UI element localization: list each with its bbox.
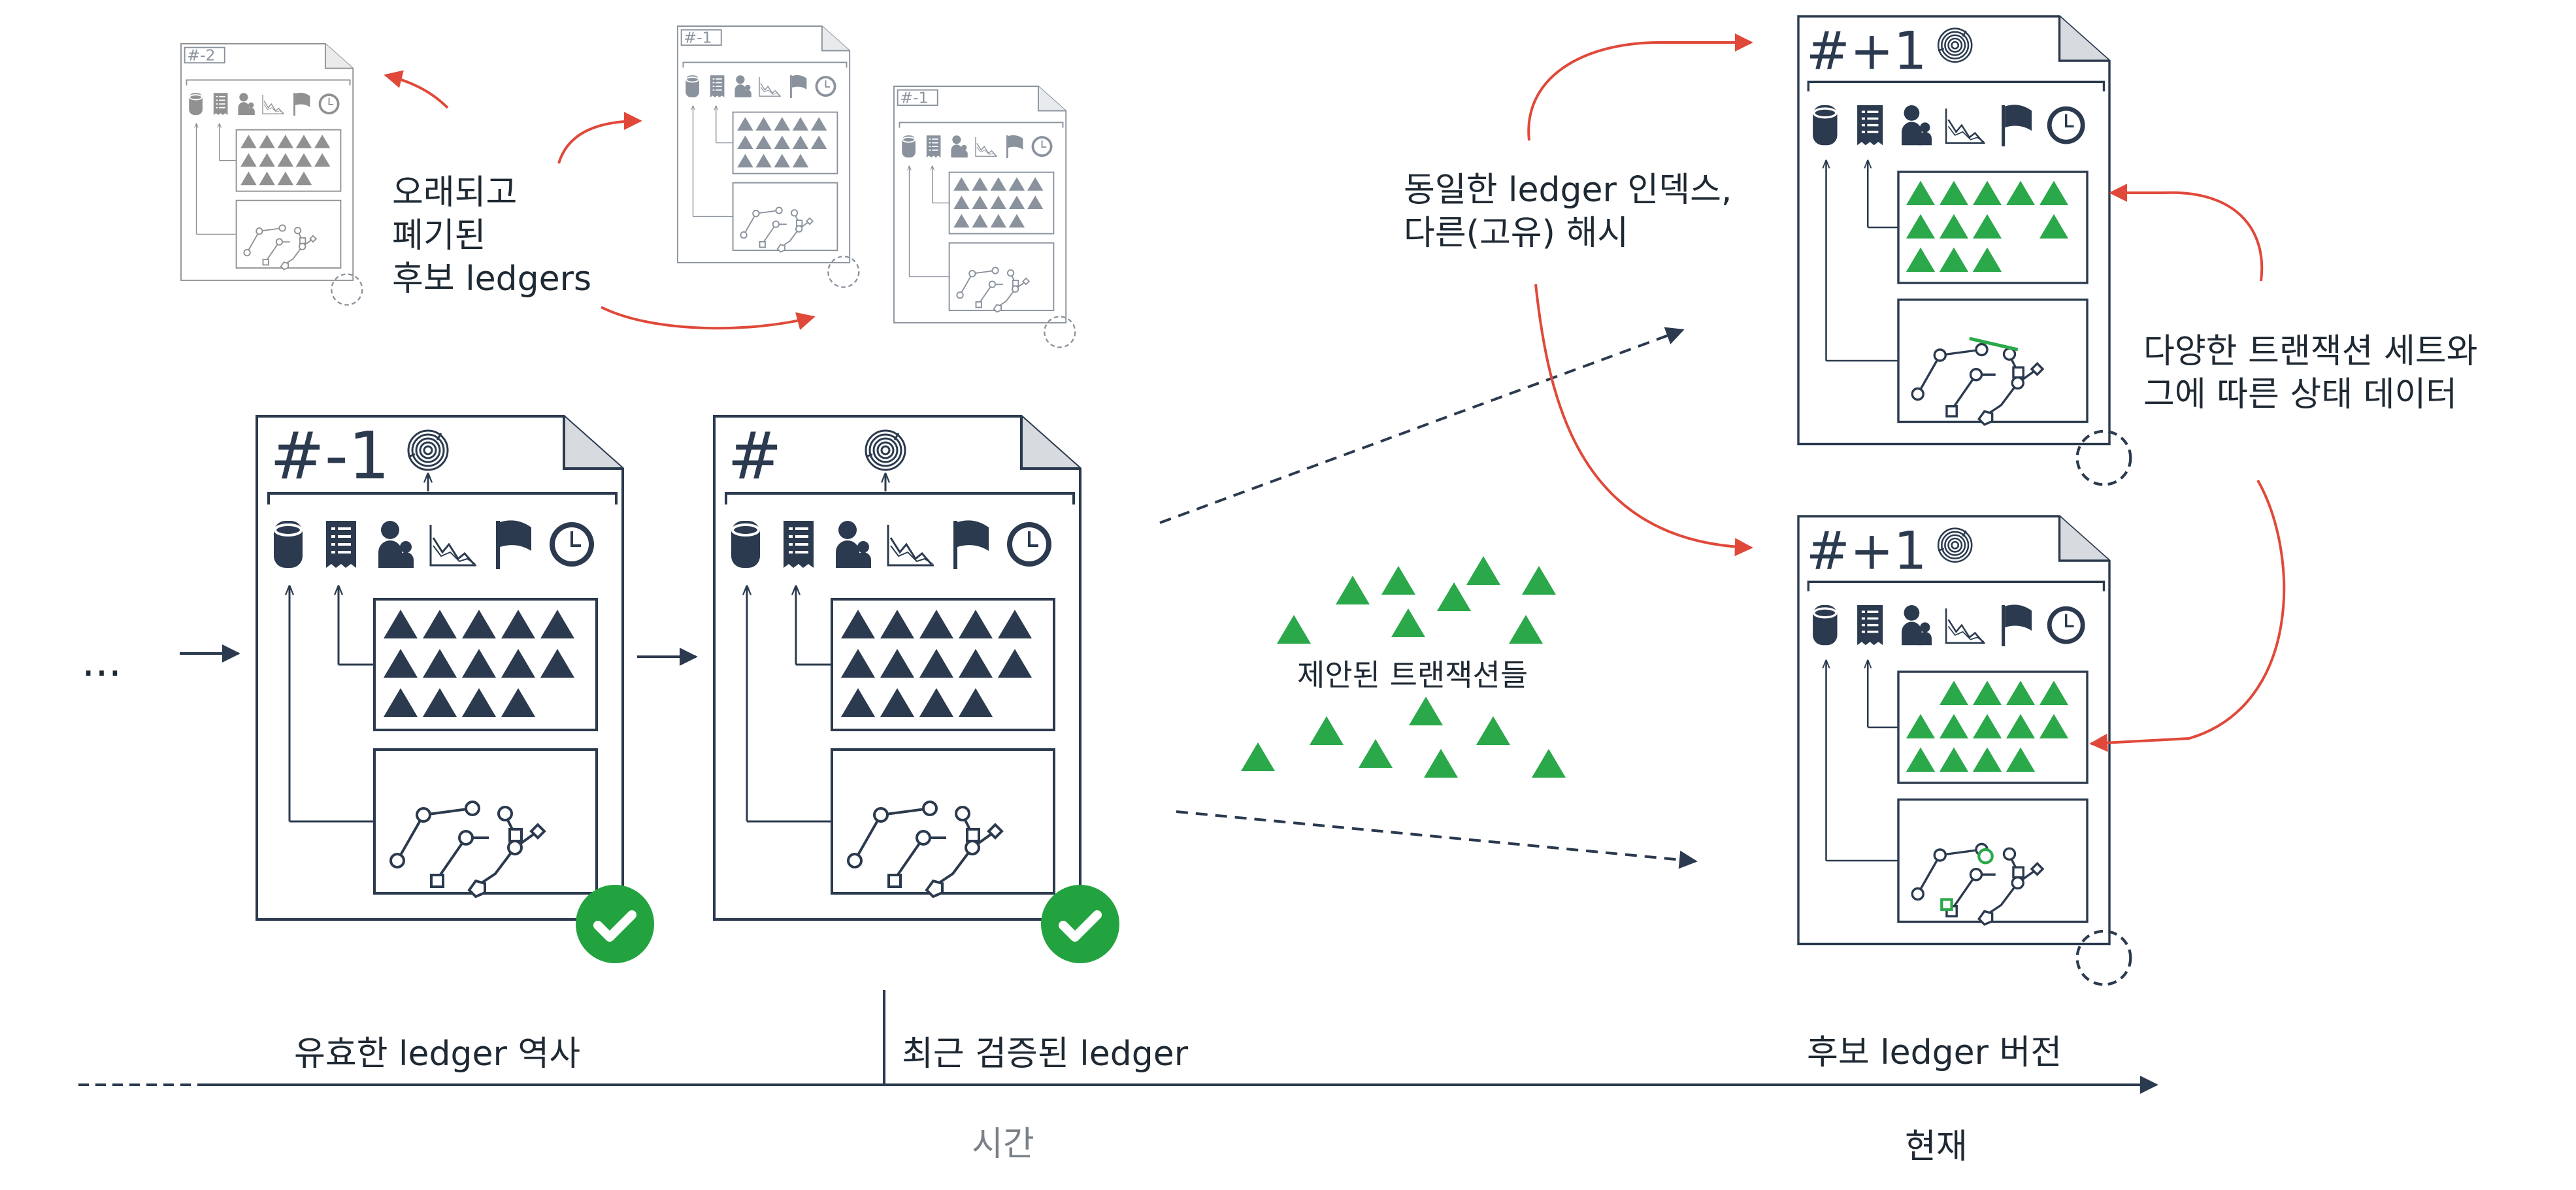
valid-ledger-minus1: #-1 xyxy=(257,416,654,963)
now-label: 현재 xyxy=(1905,1127,1968,1166)
valid-ledger-minus1-index: #-1 xyxy=(270,418,390,494)
latest-validated-label: 최근 검증된 ledger xyxy=(902,1034,1189,1074)
same-index-label: 동일한 ledger 인덱스, 다른(고유) 해시 xyxy=(1404,171,1732,253)
candidate-ledger-a: #+1 xyxy=(1798,16,2132,486)
candidate-versions-label: 후보 ledger 버전 xyxy=(1807,1033,2062,1072)
old-ledger-minus1-b-index: #-1 xyxy=(900,88,928,107)
old-ledger-minus1-b: #-1 xyxy=(894,86,1076,348)
old-ledger-minus1-a-index: #-1 xyxy=(684,28,712,46)
proposed-transactions-label: 제안된 트랜잭션들 xyxy=(1297,657,1528,693)
checkmark-icon xyxy=(1041,885,1119,963)
latest-validated-ledger: # xyxy=(714,416,1119,963)
latest-ledger-index: # xyxy=(727,418,782,494)
candidate-a-index: #+1 xyxy=(1806,21,1927,82)
time-axis-label: 시간 xyxy=(972,1125,1034,1164)
valid-history-label: 유효한 ledger 역사 xyxy=(294,1034,581,1074)
candidate-b-index: #+1 xyxy=(1806,521,1927,582)
old-candidates-label: 오래되고 폐기된 후보 ledgers xyxy=(392,173,592,299)
varied-sets-label: 다양한 트랜잭션 세트와 그에 따른 상태 데이터 xyxy=(2143,332,2478,414)
checkmark-icon xyxy=(576,885,654,963)
old-ledger-minus2: #-2 xyxy=(181,44,363,306)
timeline xyxy=(78,990,2158,1094)
old-ledger-minus2-index: #-2 xyxy=(187,46,215,64)
candidate-ledger-b: #+1 xyxy=(1798,516,2132,986)
old-ledger-minus1-a: #-1 xyxy=(678,26,860,288)
ellipsis: ... xyxy=(82,638,122,686)
